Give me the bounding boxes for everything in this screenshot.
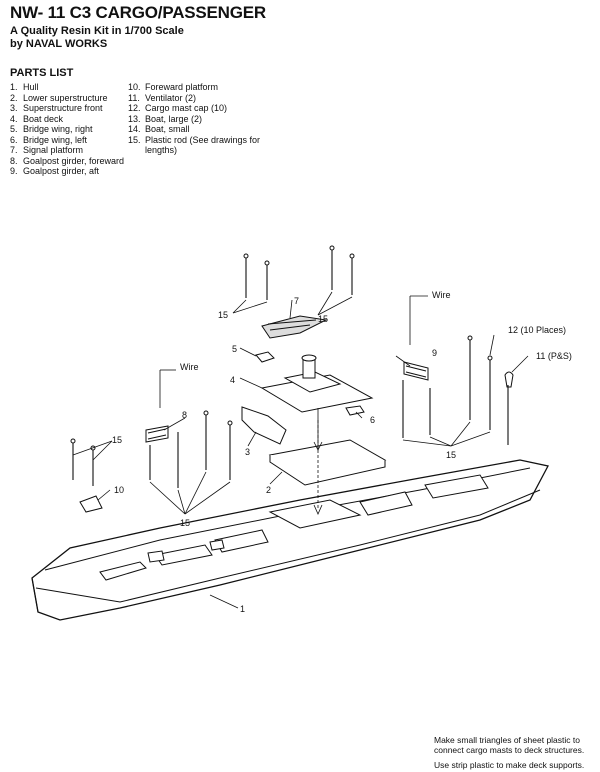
part-item: 7.Signal platform <box>10 145 84 155</box>
parts-list-heading: PARTS LIST <box>10 67 74 79</box>
label-2: 2 <box>266 485 271 495</box>
label-15: 15 <box>446 450 456 460</box>
part-5-bridge-wing-right <box>255 351 275 363</box>
part-item: 9.Goalpost girder, aft <box>10 166 100 176</box>
part-7-signal-platform <box>261 315 328 339</box>
label-15: 15 <box>112 435 122 445</box>
deck-hatches <box>99 474 489 581</box>
subtitle: A Quality Resin Kit in 1/700 Scale by NA… <box>10 25 184 51</box>
part-item: 12.Cargo mast cap (10) <box>128 103 228 113</box>
part-9-goalpost-girder-aft <box>403 361 429 381</box>
label-15: 15 <box>218 310 228 320</box>
part-item: 1.Hull <box>10 82 39 92</box>
note-triangles: Make small triangles of sheet plastic to… <box>434 735 585 755</box>
label-7: 7 <box>294 296 299 306</box>
part-6-bridge-wing-left <box>345 405 365 416</box>
part-3-superstructure-front <box>241 406 287 445</box>
part-2-lower-superstructure <box>268 439 387 486</box>
label-12: 12 (10 Places) <box>508 325 566 335</box>
plastic-rods <box>72 250 509 488</box>
part-item: 14.Boat, small <box>128 124 190 134</box>
part-11-ventilator <box>504 371 514 388</box>
part-item: 5.Bridge wing, right <box>10 124 93 134</box>
part-item: 13.Boat, large (2) <box>128 113 203 124</box>
label-15: 15 <box>180 518 190 528</box>
label-3: 3 <box>245 447 250 457</box>
mast-caps <box>70 245 493 451</box>
parts-list-column-2: 10.Foreward platform 11.Ventilator (2) 1… <box>128 82 288 156</box>
label-15: 15 <box>318 314 328 324</box>
label-10: 10 <box>114 485 124 495</box>
subtitle-scale: A Quality Resin Kit in 1/700 Scale <box>10 25 184 37</box>
wire-label: Wire <box>432 290 451 300</box>
note-deck-supports: Use strip plastic to make deck supports. <box>434 760 585 770</box>
part-item: 11.Ventilator (2) <box>128 92 197 103</box>
part-4-boat-deck <box>260 354 374 413</box>
label-6: 6 <box>370 415 375 425</box>
part-item: 4.Boat deck <box>10 113 64 124</box>
part-item: 8.Goalpost girder, foreward <box>10 155 125 166</box>
part-item: 2.Lower superstructure <box>10 92 108 103</box>
label-1: 1 <box>240 604 245 614</box>
wire-label: Wire <box>180 362 199 372</box>
part-item: 15.Plastic rod (See drawings for lengths… <box>128 134 261 156</box>
page-title: NW- 11 C3 CARGO/PASSENGER <box>10 3 267 22</box>
label-11: 11 (P&S) <box>536 351 572 361</box>
diagram-labels: 15 15 7 5 4 6 3 2 Wire Wire 8 9 12 (10 P… <box>112 290 572 614</box>
label-4: 4 <box>230 375 235 385</box>
part-8-goalpost-girder-forward <box>145 425 169 443</box>
label-8: 8 <box>182 410 187 420</box>
label-9: 9 <box>432 348 437 358</box>
part-10-foreward-platform <box>79 495 103 513</box>
part-item: 3.Superstructure front <box>10 103 103 113</box>
part-item: 6.Bridge wing, left <box>10 134 88 145</box>
subtitle-maker: by NAVAL WORKS <box>10 38 108 50</box>
label-5: 5 <box>232 344 237 354</box>
parts-list-column-1: 1.Hull 2.Lower superstructure 3.Superstr… <box>10 82 138 177</box>
part-item: 10.Foreward platform <box>128 82 219 92</box>
leader-lines <box>72 291 529 609</box>
